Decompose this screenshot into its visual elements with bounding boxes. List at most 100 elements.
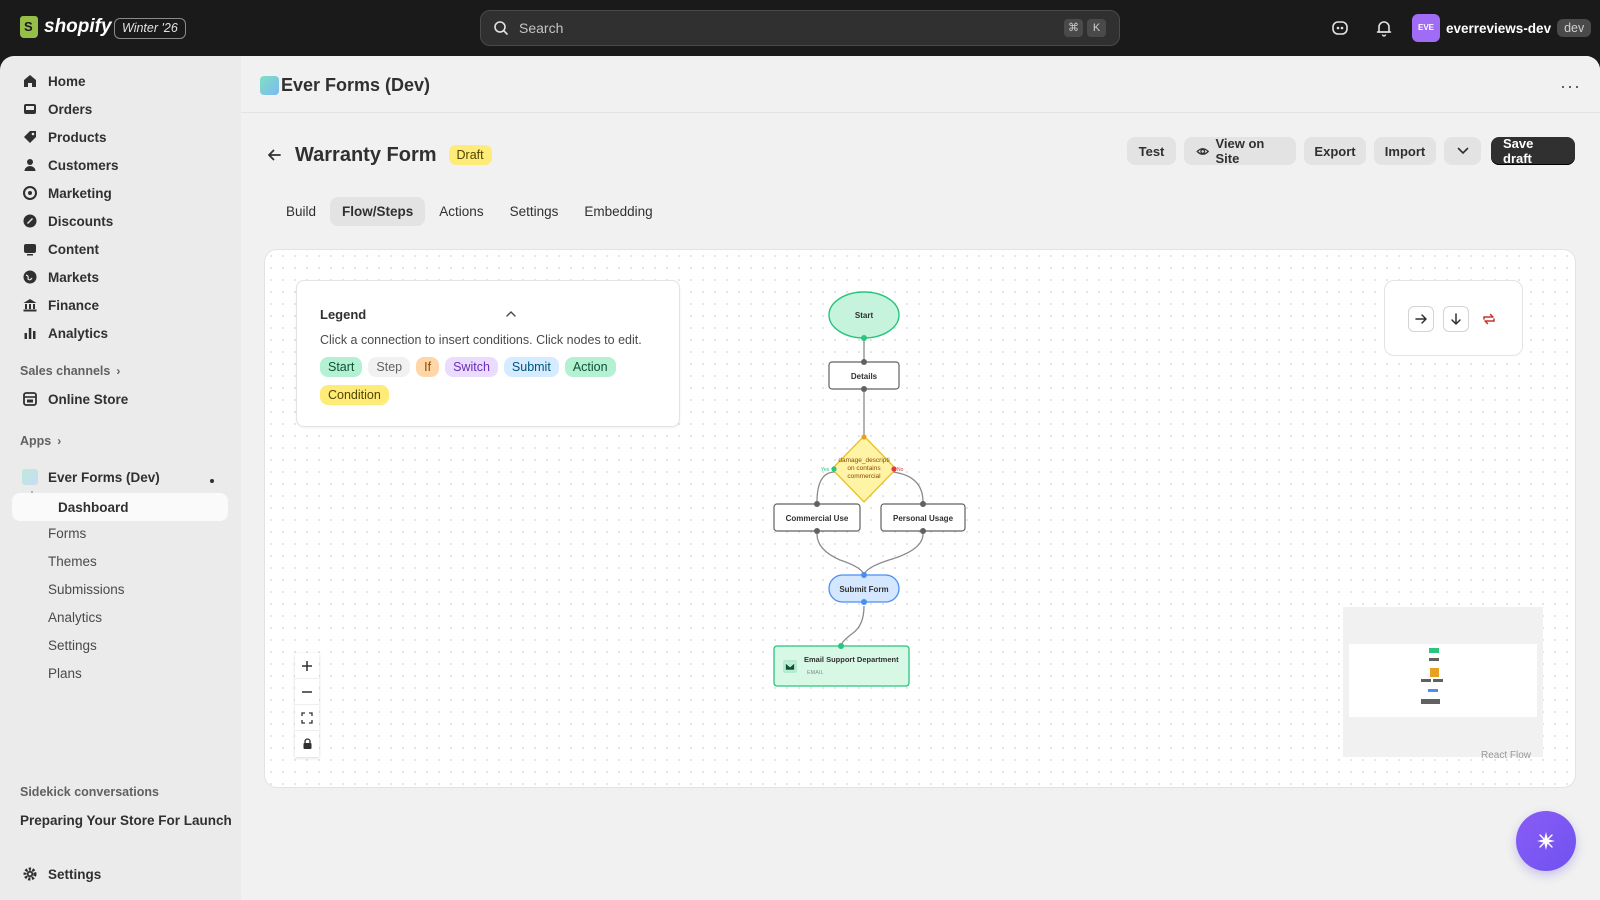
- minimap-viewport: [1349, 644, 1537, 717]
- more-dropdown-button[interactable]: [1444, 137, 1481, 165]
- minimap-node-submit: [1428, 689, 1438, 692]
- tab-settings[interactable]: Settings: [509, 204, 559, 219]
- tab-build[interactable]: Build: [286, 204, 317, 219]
- sidebar-item-themes[interactable]: Themes: [48, 554, 97, 569]
- sidekick-button[interactable]: [1516, 811, 1576, 871]
- store-menu-button[interactable]: EVE everreviews-dev dev: [1412, 12, 1592, 44]
- page-title: Warranty Form: [295, 143, 437, 166]
- view-on-site-button[interactable]: View on Site: [1184, 136, 1296, 166]
- start-handle[interactable]: [861, 335, 867, 341]
- sidebar-item-app[interactable]: Ever Forms (Dev): [12, 463, 228, 491]
- react-flow-attribution[interactable]: React Flow: [1481, 750, 1532, 761]
- store-icon: [23, 392, 37, 406]
- details-handle-bottom[interactable]: [861, 386, 867, 392]
- chevron-right-icon: ›: [57, 434, 62, 448]
- tab-embedding[interactable]: Embedding: [584, 204, 653, 219]
- edge-personal-submit[interactable]: [863, 533, 924, 577]
- condition-line-1: damage_descripti: [838, 457, 889, 464]
- apps-header[interactable]: Apps ›: [20, 434, 61, 448]
- details-handle-top[interactable]: [861, 359, 867, 365]
- sidebar-item-orders[interactable]: Orders: [12, 95, 228, 123]
- edge-submit-email[interactable]: [840, 605, 865, 647]
- sidebar-item-online-store[interactable]: Online Store: [12, 385, 228, 413]
- sidebar-item-customers[interactable]: Customers: [12, 151, 228, 179]
- flow-diagram[interactable]: Start Details damage_descripti on contai…: [265, 250, 1575, 787]
- submit-handle-bottom[interactable]: [861, 599, 867, 605]
- sidebar-item-dashboard[interactable]: Dashboard: [12, 493, 228, 521]
- export-button[interactable]: Export: [1304, 137, 1366, 165]
- sidebar-item-markets[interactable]: Markets: [12, 263, 228, 291]
- minus-icon: [302, 690, 312, 693]
- node-submit-form[interactable]: Submit Form: [828, 572, 900, 605]
- tab-flow-steps[interactable]: Flow/Steps: [330, 197, 426, 226]
- sidebar-item-content[interactable]: Content: [12, 235, 228, 263]
- status-badge: Draft: [448, 145, 492, 165]
- node-commercial-use[interactable]: Commercial Use: [773, 501, 861, 534]
- sidebar-item-products[interactable]: Products: [12, 123, 228, 151]
- edge-condition-personal[interactable]: [892, 471, 924, 503]
- sidebar-item-finance[interactable]: Finance: [12, 291, 228, 319]
- condition-handle-yes[interactable]: [831, 466, 837, 472]
- unread-dot: [210, 479, 214, 483]
- zoom-out-button[interactable]: [295, 679, 319, 705]
- personal-usage-label: Personal Usage: [893, 514, 954, 523]
- kbd-cmd: ⌘: [1064, 19, 1083, 37]
- email-handle-top[interactable]: [838, 643, 844, 649]
- sales-channels-header[interactable]: Sales channels ›: [20, 364, 120, 378]
- commercial-handle-top[interactable]: [814, 501, 820, 507]
- import-button[interactable]: Import: [1374, 137, 1436, 165]
- condition-handle-no[interactable]: [891, 466, 897, 472]
- chevron-up-icon[interactable]: [506, 311, 516, 317]
- node-condition[interactable]: damage_descripti on contains commercial …: [821, 434, 904, 503]
- zoom-in-button[interactable]: [295, 653, 319, 679]
- legend-chip-switch: Switch: [445, 357, 498, 377]
- sidebar-item-app-analytics[interactable]: Analytics: [48, 610, 103, 625]
- shopify-logo[interactable]: shopify: [20, 16, 112, 38]
- tab-actions[interactable]: Actions: [439, 204, 484, 219]
- personal-handle-top[interactable]: [920, 501, 926, 507]
- sidebar-item-label: Analytics: [48, 325, 109, 341]
- sidebar-item-home[interactable]: Home: [12, 67, 228, 95]
- sidebar-item-submissions[interactable]: Submissions: [48, 582, 125, 597]
- search-input[interactable]: [513, 11, 993, 45]
- back-arrow-icon[interactable]: [265, 146, 283, 164]
- node-email-action[interactable]: Email Support Department EMAIL: [773, 643, 910, 687]
- details-label: Details: [851, 372, 878, 381]
- sidebar-item-marketing[interactable]: Marketing: [12, 179, 228, 207]
- lock-button[interactable]: [295, 731, 319, 757]
- layout-horizontal-button[interactable]: [1408, 306, 1434, 332]
- test-button[interactable]: Test: [1127, 137, 1176, 165]
- globe-icon: [23, 270, 37, 284]
- sidekick-conversation-link[interactable]: Preparing Your Store For Launch: [20, 813, 232, 828]
- node-start[interactable]: Start: [828, 291, 900, 341]
- minimap[interactable]: [1343, 607, 1543, 757]
- edge-commercial-submit[interactable]: [816, 533, 865, 577]
- sidebar-item-forms[interactable]: Forms: [48, 526, 87, 541]
- personal-handle-bottom[interactable]: [920, 528, 926, 534]
- reset-layout-button[interactable]: [1476, 306, 1502, 332]
- logo-text: shopify: [44, 16, 112, 37]
- minimap-node-personal: [1433, 679, 1443, 682]
- condition-handle-top[interactable]: [861, 434, 867, 440]
- node-details[interactable]: Details: [828, 359, 900, 392]
- bell-icon[interactable]: [1374, 18, 1394, 38]
- sidebar-item-app-settings[interactable]: Settings: [48, 638, 97, 653]
- save-draft-button[interactable]: Save draft: [1491, 136, 1575, 166]
- edge-condition-commercial[interactable]: [816, 471, 836, 503]
- sidebar-item-plans[interactable]: Plans: [48, 666, 82, 681]
- submit-handle-top[interactable]: [861, 572, 867, 578]
- condition-line-3: commercial: [847, 473, 881, 480]
- main-content: Ever Forms (Dev) ··· Warranty Form Draft…: [241, 56, 1600, 900]
- sidebar: Home Orders Products Customers Marketing…: [0, 56, 241, 900]
- more-actions-button[interactable]: ···: [1560, 76, 1581, 96]
- layout-vertical-button[interactable]: [1443, 306, 1469, 332]
- sidekick-icon[interactable]: [1330, 18, 1350, 38]
- sidebar-item-discounts[interactable]: Discounts: [12, 207, 228, 235]
- commercial-handle-bottom[interactable]: [814, 528, 820, 534]
- fit-view-button[interactable]: [295, 705, 319, 731]
- flow-canvas[interactable]: Start Details damage_descripti on contai…: [265, 250, 1575, 787]
- sidebar-item-settings[interactable]: Settings: [12, 860, 228, 888]
- sidebar-item-analytics[interactable]: Analytics: [12, 319, 228, 347]
- node-personal-usage[interactable]: Personal Usage: [880, 501, 966, 534]
- search-bar[interactable]: ⌘ K: [480, 10, 1120, 46]
